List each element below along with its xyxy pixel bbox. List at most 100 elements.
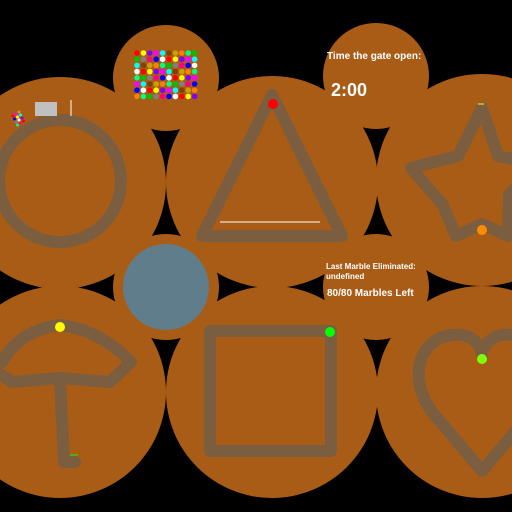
palette-marble <box>166 62 172 69</box>
palette-marble <box>153 75 159 81</box>
circle-gate-block <box>35 102 57 116</box>
palette-marble <box>185 50 191 56</box>
palette-marble <box>179 75 185 81</box>
palette-marble <box>191 75 198 81</box>
palette-marble <box>134 81 140 87</box>
gate-timer-value: 2:00 <box>331 80 368 100</box>
palette-marble <box>140 87 147 93</box>
circle-arena-marble <box>13 117 16 121</box>
palette-marble <box>166 87 172 93</box>
palette-marble <box>159 56 166 62</box>
triangle-track <box>196 89 348 242</box>
palette-marble <box>134 75 140 81</box>
circle-arena-marble <box>14 120 18 124</box>
palette-marble <box>159 87 166 93</box>
circle-marble-cluster <box>11 110 25 127</box>
circle-track <box>0 114 127 248</box>
palette-marble <box>166 75 172 81</box>
palette-marble <box>134 68 140 75</box>
palette-marble <box>159 68 166 75</box>
palette-marble <box>185 87 191 93</box>
palette-marble <box>179 56 185 62</box>
arena-disc-status <box>323 234 429 340</box>
palette-marble <box>140 68 147 75</box>
umbrella-track <box>0 319 137 468</box>
palette-marble <box>191 56 198 62</box>
palette-marble <box>166 93 172 100</box>
arena-disc-umbrella <box>0 286 166 498</box>
palette-marble <box>159 75 166 81</box>
circle-arena-marble <box>16 123 19 127</box>
palette-marble <box>159 93 166 100</box>
palette-marble <box>172 56 179 62</box>
palette-marble <box>185 81 191 87</box>
palette-marble <box>166 50 172 56</box>
square-marble <box>325 327 335 337</box>
palette-marble <box>140 56 147 62</box>
palette-marble <box>147 75 153 81</box>
palette-marble <box>185 75 191 81</box>
arena-disc-timer <box>323 23 429 129</box>
palette-marble <box>140 75 147 81</box>
palette-marble <box>172 68 179 75</box>
last-eliminated-value: undefined <box>326 272 365 281</box>
palette-marble <box>153 50 159 56</box>
palette-marble <box>147 93 153 100</box>
palette-marble <box>147 62 153 69</box>
center-stone <box>123 244 209 330</box>
palette-marble <box>159 62 166 69</box>
circle-arena-marble <box>11 114 15 118</box>
circle-arena-marble <box>17 110 21 114</box>
palette-marble <box>147 50 153 56</box>
palette-marble <box>166 68 172 75</box>
palette-marble <box>166 56 172 62</box>
palette-marble <box>172 81 179 87</box>
palette-marble <box>147 81 153 87</box>
palette-marble <box>134 87 140 93</box>
palette-marble <box>134 62 140 69</box>
star-marble <box>477 225 487 235</box>
last-eliminated-label: Last Marble Eliminated: <box>326 262 416 271</box>
circle-arena-marble <box>19 113 22 117</box>
palette-marble <box>153 62 159 69</box>
palette-marble <box>134 56 140 62</box>
palette-marble <box>153 81 159 87</box>
arena-discs <box>0 23 512 498</box>
circle-arena-marble <box>22 119 25 123</box>
marbles-left-counter: 80/80 Marbles Left <box>327 288 414 299</box>
palette-marble <box>172 62 179 69</box>
triangle-marble <box>268 99 278 109</box>
palette-marble <box>140 50 147 56</box>
palette-marble <box>191 87 198 93</box>
palette-marble <box>191 50 198 56</box>
palette-marble <box>147 87 153 93</box>
palette-marble <box>185 56 191 62</box>
palette-marble <box>159 50 166 56</box>
arena-disc-square <box>166 286 378 498</box>
palette-marble <box>172 93 179 100</box>
circle-arena-marble <box>19 121 22 125</box>
palette-marble <box>140 93 147 100</box>
palette-marble <box>147 68 153 75</box>
palette-marble <box>185 93 191 100</box>
palette-marble <box>153 87 159 93</box>
palette-marble <box>140 81 147 87</box>
palette-marble <box>185 68 191 75</box>
palette-marble <box>134 93 140 100</box>
palette-marble <box>191 81 198 87</box>
palette-marble <box>179 81 185 87</box>
palette-marble <box>172 75 179 81</box>
palette-marble <box>179 87 185 93</box>
palette-marble <box>153 56 159 62</box>
palette-marble <box>134 50 140 56</box>
palette-marble <box>179 68 185 75</box>
square-track <box>204 325 337 457</box>
palette-marble <box>179 93 185 100</box>
circle-arena-marble <box>20 116 24 120</box>
circle-arena-marble <box>16 115 19 119</box>
palette-marble <box>153 93 159 100</box>
marble-palette-grid <box>134 50 198 100</box>
palette-marble <box>166 81 172 87</box>
palette-marble <box>147 56 153 62</box>
